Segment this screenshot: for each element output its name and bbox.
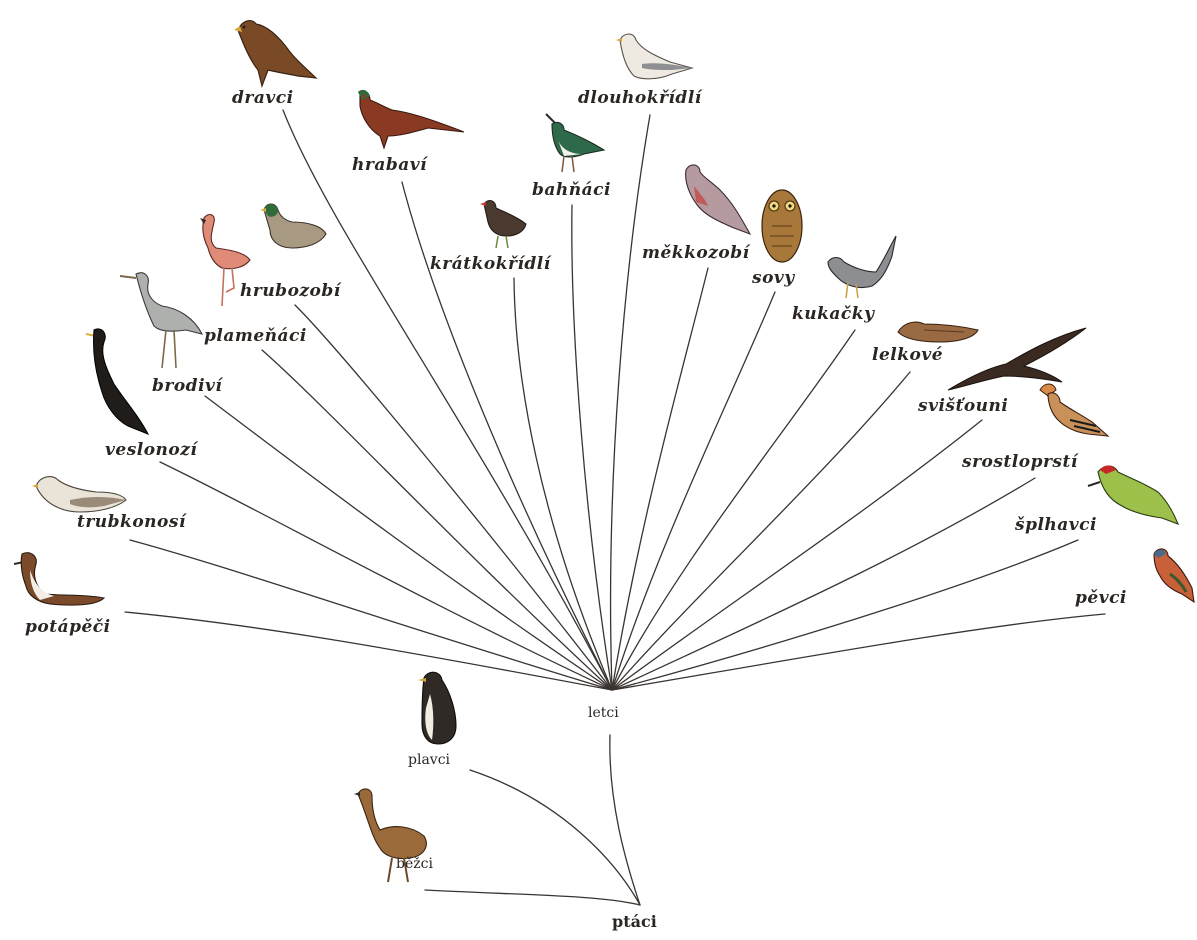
gull-icon [612,28,694,88]
order-label-srostloprsti: srostloprstí [962,452,1078,472]
branch-bahnaci [572,205,612,690]
woodpecker-icon [1086,458,1182,528]
order-label-kratkokridli: krátkokřídlí [430,254,551,274]
order-label-lelkove: lelkové [872,345,943,365]
pheasant-icon [348,88,468,154]
branch-sovy [612,292,775,690]
group-label-letci: letci [588,705,619,721]
branch-plavci-ptaci [470,770,640,905]
penguin-icon [410,668,466,748]
order-label-veslonozi: veslonozí [105,440,197,460]
grebe-icon [10,550,108,608]
group-label-bezci: běžci [396,856,433,872]
branch-bezci-ptaci [425,890,640,905]
branch-dlouhokridli [611,115,650,690]
order-label-bahnaci: bahňáci [532,180,611,200]
hoopoe-icon [1034,380,1112,448]
group-label-plavci: plavci [408,752,450,768]
order-label-splhavci: šplhavci [1015,515,1097,535]
order-label-mekkozobi: měkkozobí [642,243,750,263]
lapwing-icon [538,110,610,178]
order-label-kukacky: kukačky [792,304,874,324]
order-label-dlouhokridli: dlouhokřídlí [578,88,702,108]
branch-hrubozobi [295,305,612,690]
moorhen-icon [476,196,532,252]
order-label-sovy: sovy [752,268,795,288]
eagle-icon [228,12,320,92]
branch-svistouni [612,420,982,690]
order-label-brodivi: brodiví [152,376,222,396]
cormorant-icon [80,326,152,438]
pigeon-icon [678,160,754,238]
mallard-icon [258,200,330,254]
order-label-hrabavi: hrabaví [352,155,427,175]
branch-letci-ptaci [610,735,640,905]
order-label-hrubozobi: hrubozobí [240,281,341,301]
cuckoo-icon [824,232,900,302]
branch-trubkonosi [130,540,612,690]
branch-lelkove [612,372,910,690]
owl-icon [758,186,806,266]
branch-brodivi [205,396,612,690]
order-label-potapeci: potápěči [25,617,111,637]
order-label-trubkonosi: trubkonosí [77,512,186,532]
order-label-dravci: dravci [232,88,294,108]
order-label-pevci: pěvci [1075,588,1127,608]
branch-veslonozi [160,462,612,690]
branch-pevci [612,614,1105,690]
branch-potapeci [125,612,612,690]
order-label-svistouni: svišťouni [918,396,1008,416]
finch-icon [1146,544,1196,606]
branch-plamenaci [262,350,612,690]
root-label-ptaci: ptáci [612,912,657,931]
branch-kukacky [612,330,855,690]
order-label-plamenaci: plameňáci [204,326,307,346]
